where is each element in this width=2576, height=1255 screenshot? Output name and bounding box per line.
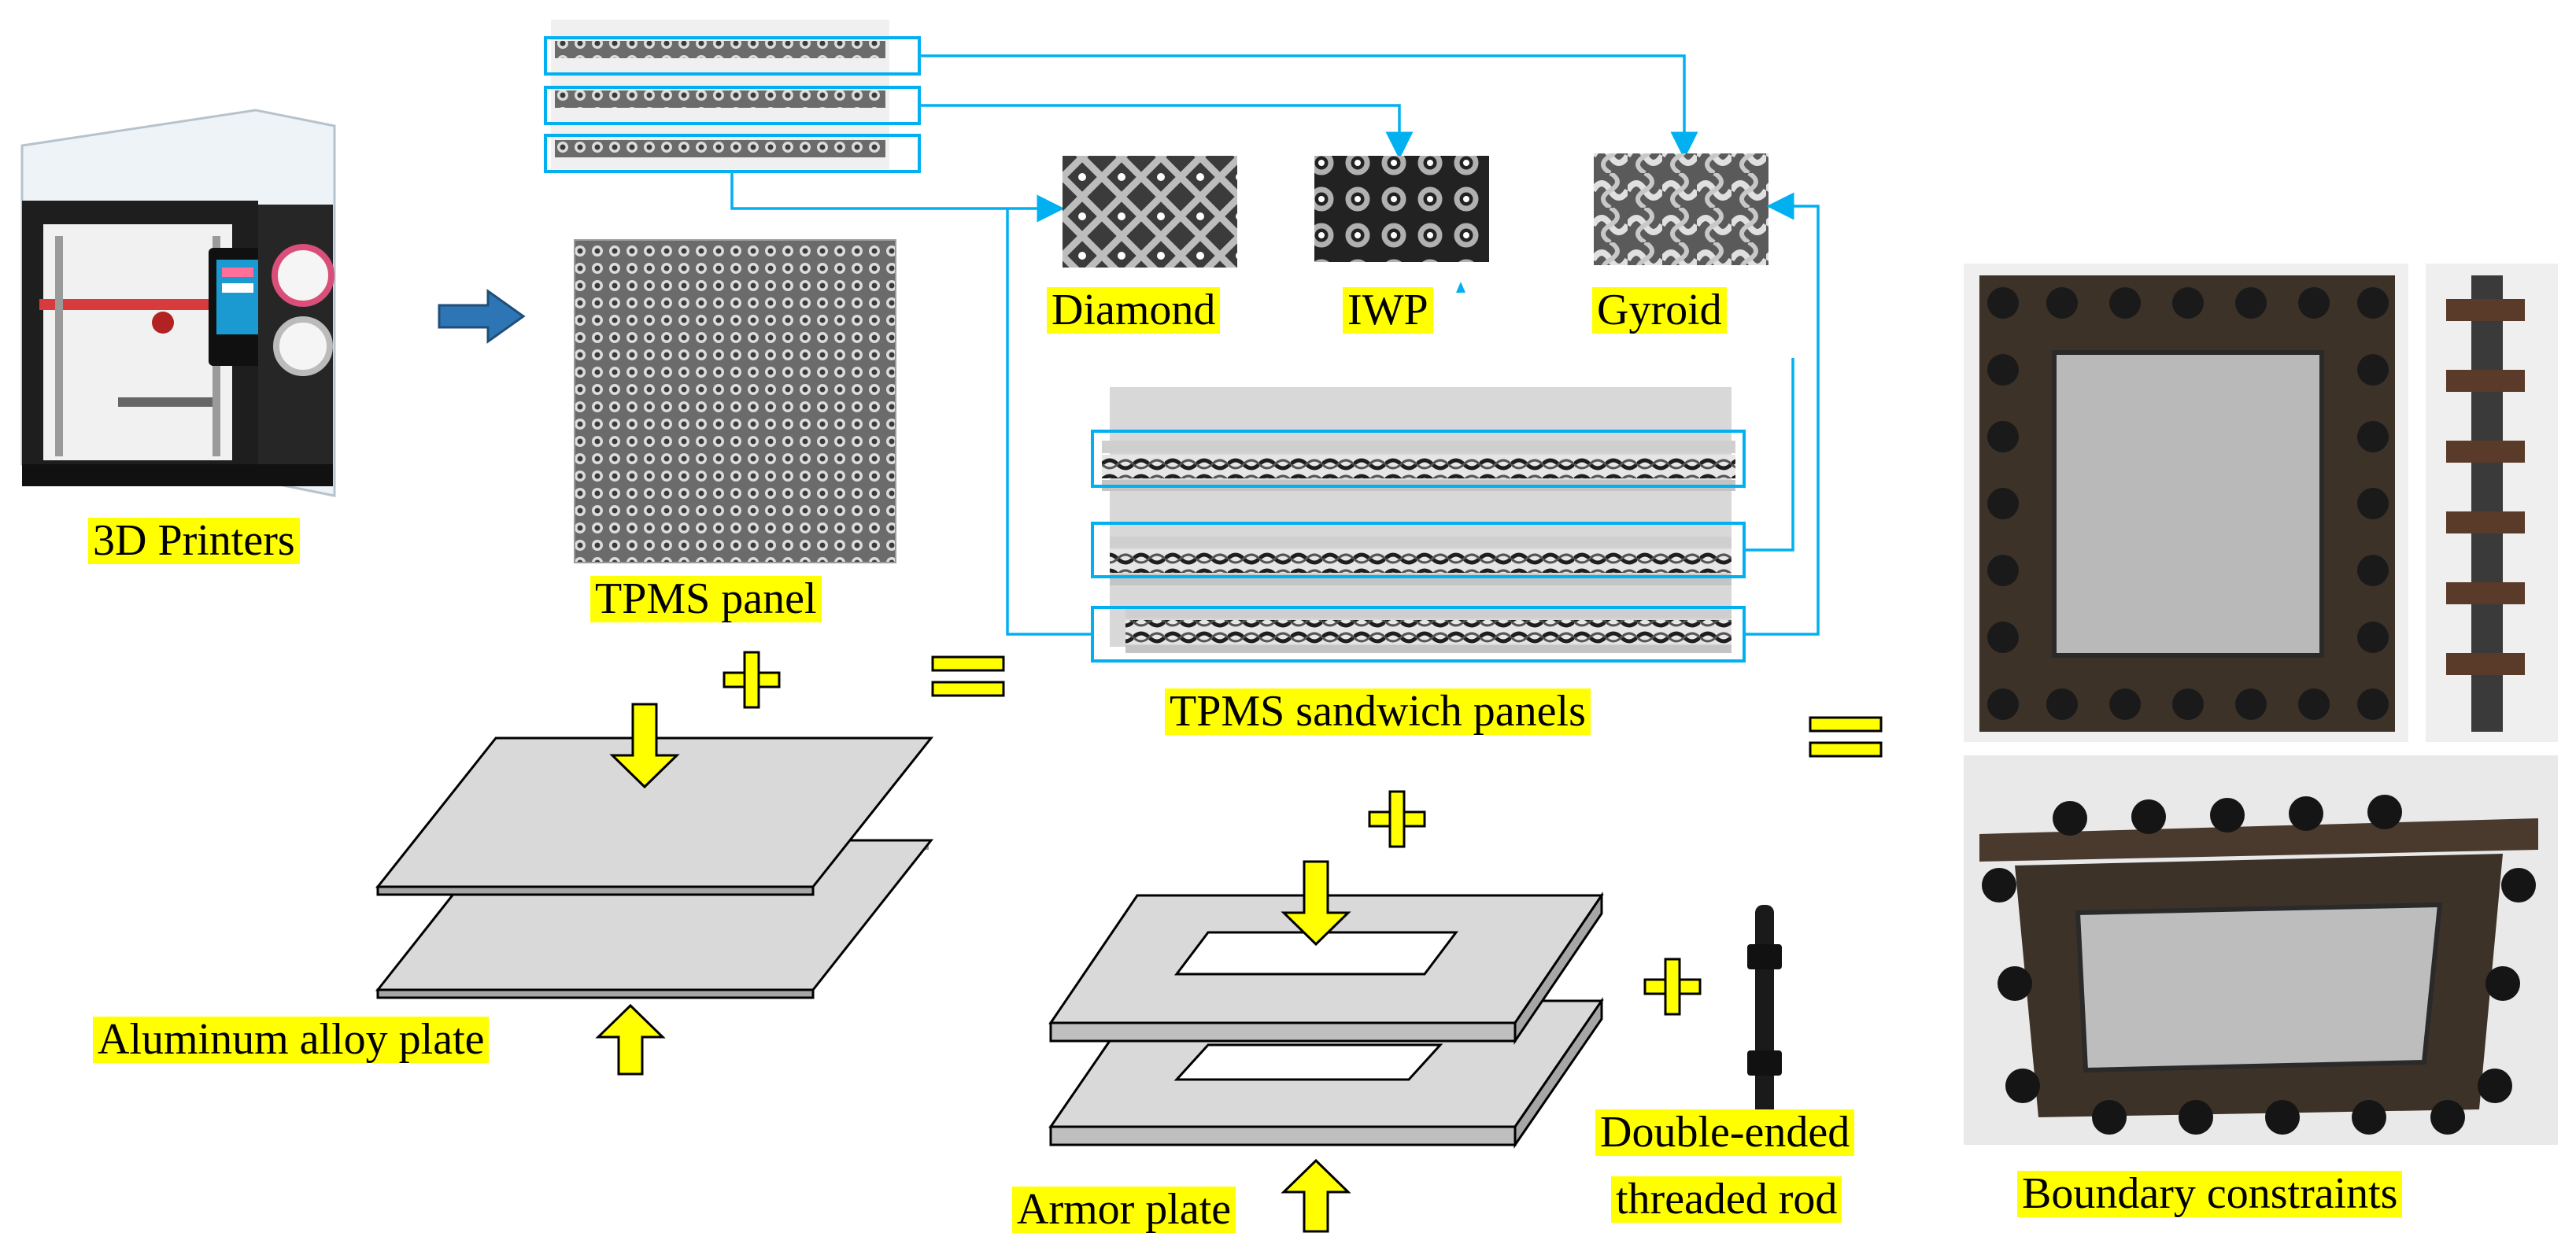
threaded-rod-image	[1747, 905, 1782, 1117]
equals-icon	[931, 655, 1005, 697]
connector-sandwich-bottom-to-gyroid	[1744, 192, 1820, 636]
label-rod-line2: threaded rod	[1611, 1176, 1842, 1223]
plus-icon	[723, 651, 781, 709]
connector-sandwich-bottom-to-diamond	[1006, 209, 1092, 636]
label-diamond: Diamond	[1047, 287, 1221, 334]
stacked-cores-image	[551, 20, 889, 169]
boundary-front-photo	[1964, 264, 2408, 742]
boundary-side-photo	[2426, 264, 2558, 742]
label-iwp: IWP	[1343, 287, 1433, 334]
label-armor-plate: Armor plate	[1012, 1187, 1236, 1233]
armor-plates-drawing	[1048, 891, 1604, 1149]
iwp-cell-image	[1314, 156, 1489, 262]
diamond-cell-image	[1063, 156, 1237, 268]
connector-sandwich-middle-to-gyroid	[1744, 358, 1794, 552]
aluminum-plates-drawing	[375, 736, 934, 999]
label-tpms-sandwich-panels: TPMS sandwich panels	[1165, 688, 1591, 735]
equals-icon	[1809, 716, 1883, 758]
tpms-panel-image	[574, 239, 896, 563]
up-arrow-icon	[595, 1003, 666, 1076]
process-arrow-icon	[438, 289, 526, 344]
down-arrow-icon	[609, 703, 680, 789]
label-tpms-panel: TPMS panel	[590, 576, 822, 622]
label-3d-printers: 3D Printers	[88, 518, 300, 564]
boundary-angled-photo	[1964, 755, 2558, 1145]
connector-bottom-to-diamond	[730, 172, 1065, 223]
connector-top-to-gyroid	[919, 54, 1698, 160]
sandwich-panels-image	[1102, 387, 1735, 653]
label-boundary-constraints: Boundary constraints	[2017, 1171, 2403, 1217]
gyroid-cell-image	[1594, 153, 1768, 265]
label-gyroid: Gyroid	[1592, 287, 1727, 334]
label-aluminum-alloy-plate: Aluminum alloy plate	[93, 1017, 490, 1063]
plus-icon	[1368, 790, 1426, 848]
3d-printer-image	[20, 109, 336, 497]
sandwich-box-top	[1091, 430, 1746, 488]
connector-middle-to-iwp	[919, 104, 1414, 160]
iwp-marker-icon	[1456, 282, 1465, 293]
up-arrow-icon	[1281, 1158, 1351, 1233]
down-arrow-icon	[1281, 860, 1351, 947]
label-rod-line1: Double-ended	[1595, 1109, 1855, 1156]
plus-icon	[1643, 958, 1702, 1016]
